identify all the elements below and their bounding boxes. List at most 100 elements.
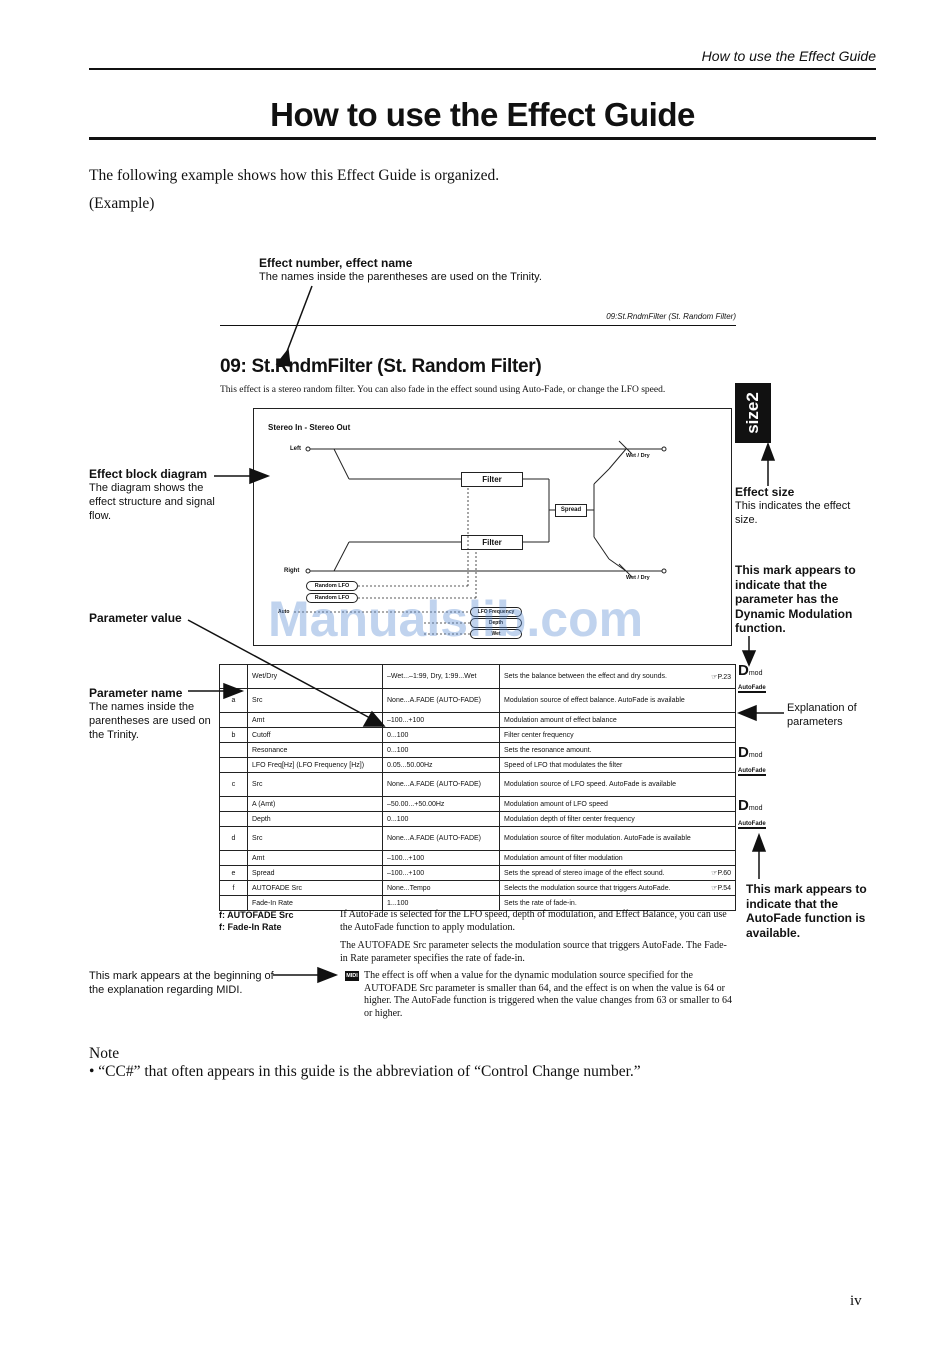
callout-explanation-line1: Explanation of (787, 702, 857, 714)
callout-dmod-line1: This mark appears to (735, 563, 856, 577)
diagram-filter-top: Filter (461, 472, 523, 487)
page-reference: ☞P.60 (711, 870, 731, 877)
autofade-mark-icon: AutoFade (738, 685, 766, 693)
f-label-fade-in-rate: f: Fade-In Rate (219, 922, 282, 932)
page-reference: ☞P.23 (711, 673, 731, 681)
diagram-spread: Spread (555, 504, 587, 517)
page-number: iv (850, 1293, 862, 1309)
callout-autofade-line4: available. (746, 925, 801, 940)
diagram-wetdry-top: Wet / Dry (626, 453, 650, 459)
callout-parameter-name-line2: parentheses are used on (89, 715, 211, 727)
diagram-filter-bottom: Filter (461, 535, 523, 550)
title-rule (89, 137, 876, 140)
callout-parameter-name: Parameter name The names inside the pare… (89, 686, 211, 742)
callout-parameter-name-line3: the Trinity. (89, 729, 139, 741)
diagram-random-lfo-1: Random LFO (306, 581, 358, 591)
callout-block-diagram-line3: flow. (89, 510, 112, 522)
callout-dmod: This mark appears to indicate that the p… (735, 563, 856, 636)
table-cell-group: c (219, 772, 248, 797)
page-reference: ☞P.54 (711, 885, 731, 892)
callout-block-diagram: Effect block diagram The diagram shows t… (89, 467, 215, 523)
callout-autofade: This mark appears to indicate that the A… (746, 882, 867, 940)
callout-dmod-line3: parameter has the (735, 592, 839, 606)
note-item: • “CC#” that often appears in this guide… (89, 1063, 641, 1080)
size-badge: size2 (735, 383, 771, 443)
example-label: (Example) (89, 195, 155, 212)
watermark: Manualslib.com (268, 591, 644, 647)
diagram-wet: Wet (470, 629, 522, 639)
page-title: How to use the Effect Guide (270, 96, 695, 133)
example-mini-header: 09:St.RndmFilter (St. Random Filter) (606, 312, 736, 321)
dmod-mark-icon: Dmod (738, 797, 763, 814)
example-rule (220, 325, 736, 326)
f-label-autofade-src: f: AUTOFADE Src (219, 910, 294, 920)
callout-parameter-name-line1: The names inside the (89, 701, 195, 713)
callout-effect-name-text: The names inside the parentheses are use… (259, 271, 542, 283)
diagram-right-label: Right (284, 568, 300, 574)
autofade-description: If AutoFade is selected for the LFO spee… (340, 909, 733, 965)
callout-explanation: Explanation of parameters (787, 701, 857, 729)
callout-autofade-line1: This mark appears to (746, 882, 867, 896)
callout-midi-line2: the explanation regarding MIDI. (89, 984, 243, 996)
table-row: LFO Freq[Hz] (LFO Frequency [Hz])0.05...… (219, 757, 736, 773)
callout-block-diagram-line1: The diagram shows the (89, 482, 204, 494)
autofade-mark-icon: AutoFade (738, 821, 766, 829)
diagram-io-label: Stereo In - Stereo Out (268, 423, 351, 432)
diagram-random-lfo-2: Random LFO (306, 593, 358, 603)
dmod-mark-icon: Dmod (738, 662, 763, 679)
callout-parameter-value: Parameter value (89, 611, 182, 625)
callout-dmod-line4: Dynamic Modulation (735, 606, 853, 621)
callout-block-diagram-line2: effect structure and signal (89, 496, 215, 508)
callout-effect-size-line1: This indicates the effect (735, 500, 851, 512)
effect-description: This effect is a stereo random filter. Y… (220, 385, 666, 395)
callout-parameter-name-title: Parameter name (89, 686, 183, 700)
diagram-signal-lines (294, 440, 667, 635)
callout-explanation-line2: parameters (787, 716, 843, 728)
table-cell-value: None...A.FADE (AUTO-FADE) (382, 772, 500, 797)
callout-autofade-line2: indicate that the (746, 896, 839, 911)
callout-effect-size-title: Effect size (735, 485, 795, 499)
effect-title: 09: St.RndmFilter (St. Random Filter) (220, 356, 542, 377)
diagram-lfo-frequency: LFO Frequency (470, 607, 522, 617)
intro-text: The following example shows how this Eff… (89, 167, 500, 184)
table-cell-explanation: Sets the rate of fade-in. (499, 895, 736, 911)
callout-midi: This mark appears at the beginning of th… (89, 969, 274, 997)
callout-dmod-line2: indicate that the (735, 577, 828, 592)
callout-dmod-line5: function. (735, 621, 786, 635)
diagram-auto-label: Auto (278, 609, 290, 615)
diagram-left-label: Left (290, 446, 301, 452)
callout-block-diagram-title: Effect block diagram (89, 467, 208, 481)
note-label: Note (89, 1045, 120, 1062)
midi-icon: MIDI (345, 971, 359, 981)
autofade-paragraph-1: If AutoFade is selected for the LFO spee… (340, 909, 727, 933)
callout-effect-name-title: Effect number, effect name (259, 256, 413, 270)
callout-effect-size-line2: size. (735, 514, 758, 526)
running-header: How to use the Effect Guide (701, 48, 876, 64)
diagram-wetdry-bottom: Wet / Dry (626, 575, 650, 581)
callout-autofade-line3: AutoFade function is (746, 911, 866, 925)
table-cell-explanation: Sets the balance between the effect and … (499, 664, 736, 689)
callout-effect-name: Effect number, effect name The names ins… (259, 256, 542, 284)
callout-midi-line1: This mark appears at the beginning of (89, 970, 274, 982)
effect-block-diagram: Stereo In - Stereo Out Left Right Filter… (253, 408, 732, 646)
autofade-paragraph-2: The AUTOFADE Src parameter selects the m… (340, 940, 727, 964)
diagram-depth: Depth (470, 618, 522, 628)
f-labels: f: AUTOFADE Src f: Fade-In Rate (219, 909, 294, 933)
midi-description: The effect is off when a value for the d… (364, 970, 733, 1019)
callout-effect-size: Effect size This indicates the effect si… (735, 485, 850, 527)
header-rule (89, 68, 876, 70)
autofade-mark-icon: AutoFade (738, 768, 766, 776)
dmod-mark-icon: Dmod (738, 744, 763, 761)
